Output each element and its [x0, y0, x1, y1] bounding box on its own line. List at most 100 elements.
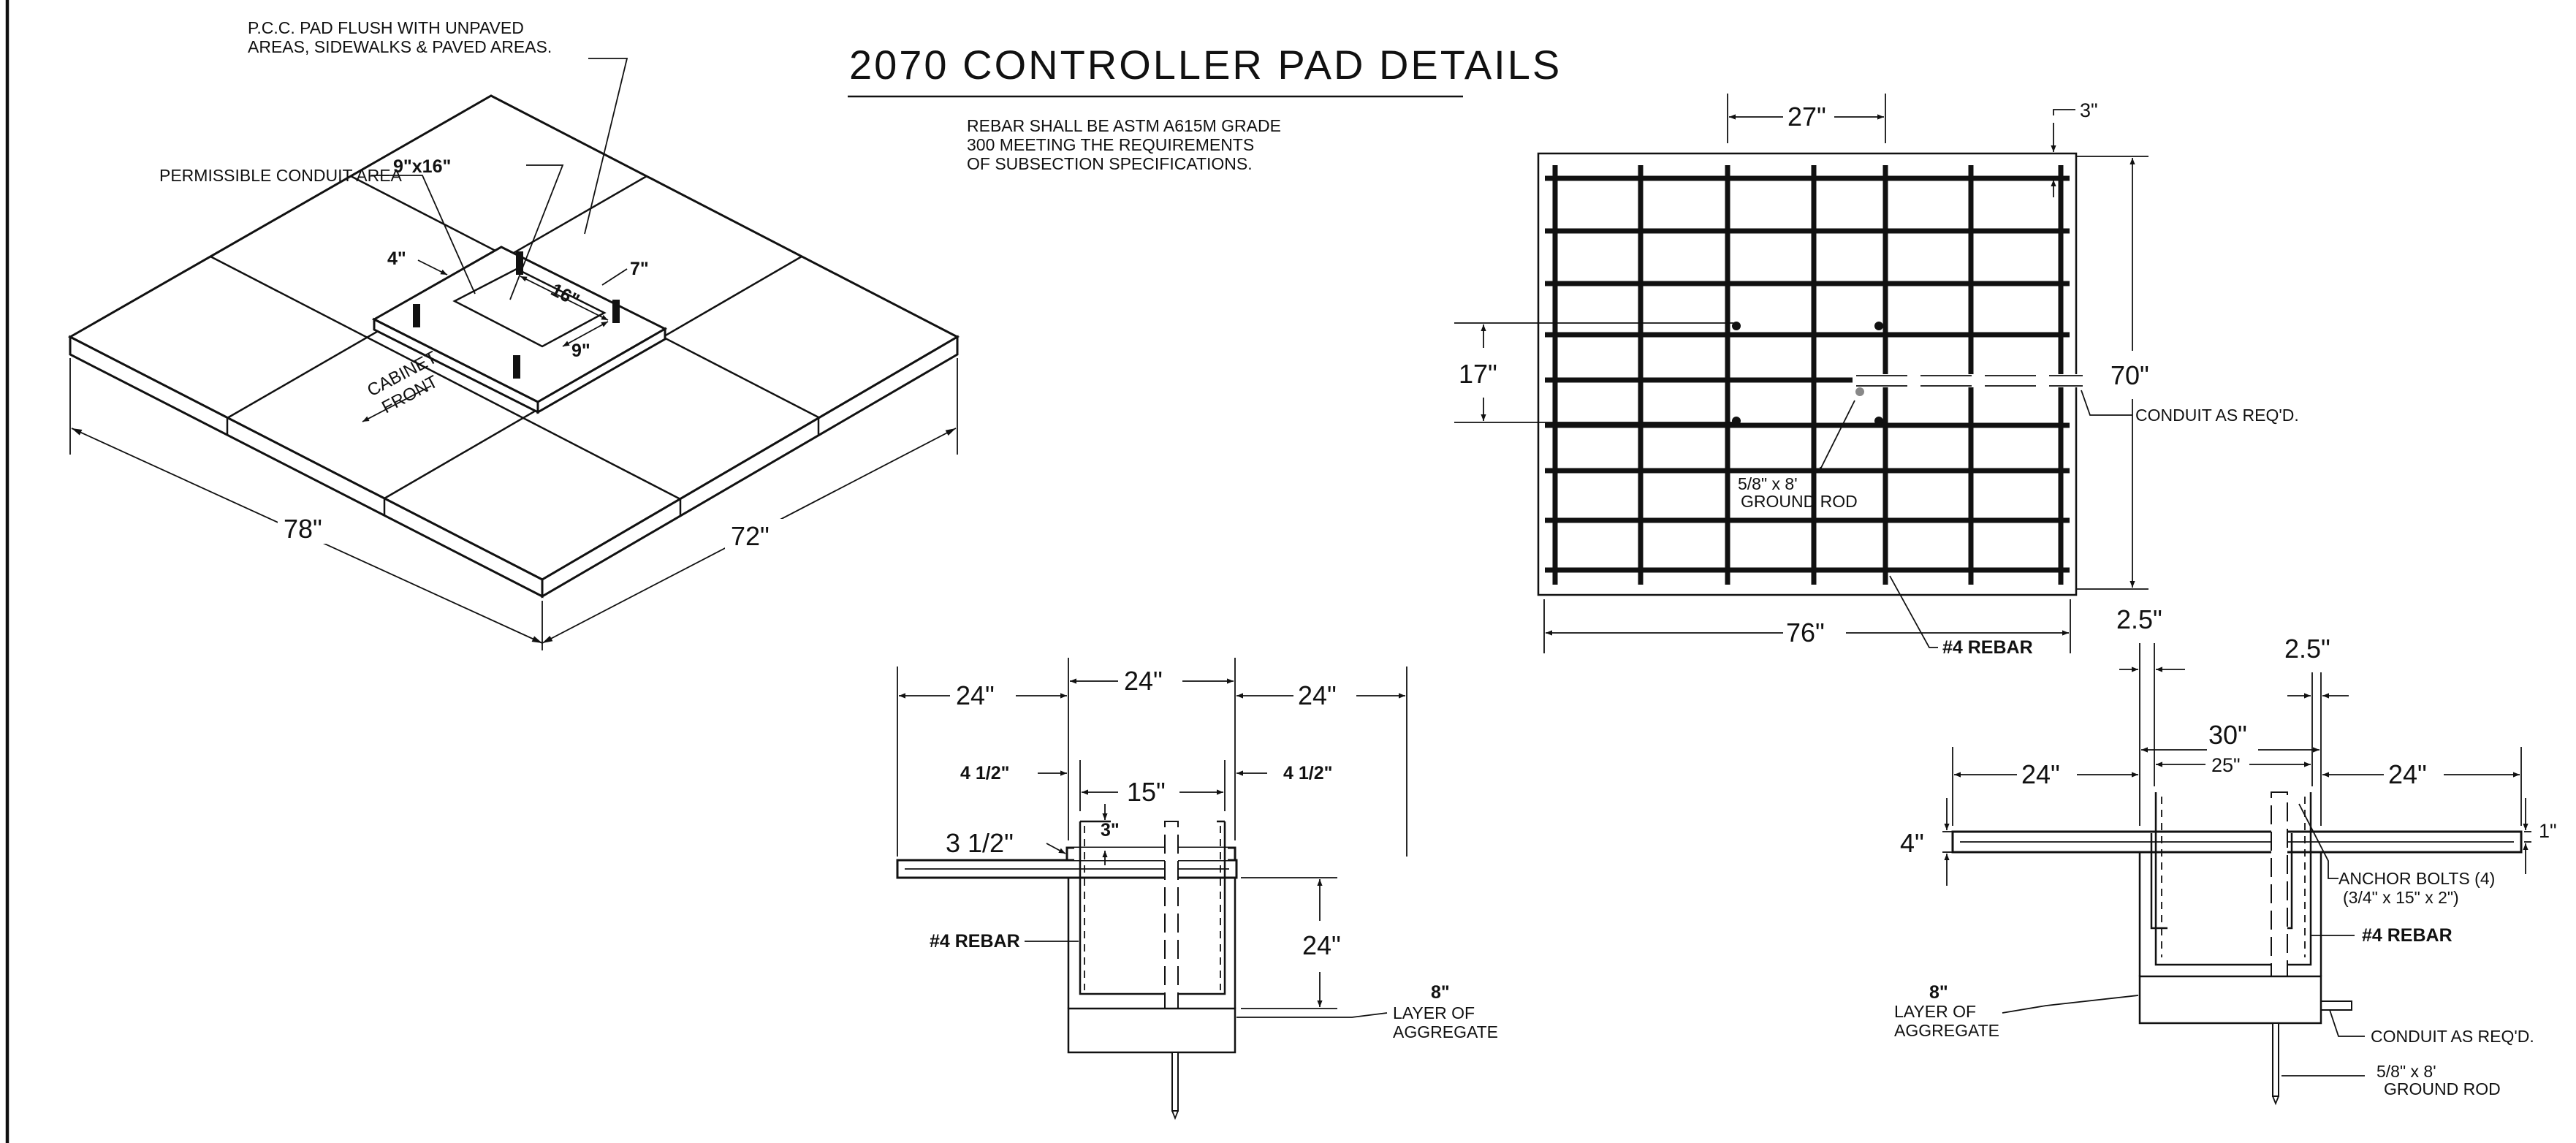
sec2-conduit-label: CONDUIT AS REQ'D. [2371, 1027, 2534, 1046]
section-view-1: 24" 24" 24" 4 1/2" 4 1/2" 15" 3" 3 1/2" … [896, 658, 1498, 1120]
iso-dim-9-line [562, 321, 609, 347]
anchor-bolt-icon [1874, 322, 1883, 330]
sec2-dim-24-right: 24" [2388, 759, 2427, 789]
sec2-conduit-stub [2320, 1000, 2352, 1011]
sec1-ground-rod [1171, 1052, 1179, 1112]
plan-dim-3: 3" [2080, 99, 2098, 121]
sec2-anchor-label-line-2: (3/4" x 15" x 2") [2343, 888, 2459, 907]
rebar-note-line-1: REBAR SHALL BE ASTM A615M GRADE [967, 116, 1281, 135]
anchor-bolt-icon [516, 251, 523, 275]
sec1-aggr-label-line-1: 8" [1431, 982, 1450, 1003]
sec2-aggr-label-line-1: 8" [1929, 982, 1948, 1003]
sec2-aggregate [2138, 975, 2322, 1025]
iso-dim-9: 9" [571, 341, 590, 361]
plan-dim-17: 17" [1459, 359, 1497, 389]
title-block: 2070 CONTROLLER PAD DETAILS REBAR SHALL … [848, 42, 1562, 173]
iso-dim-16-line [520, 276, 609, 321]
plan-view: 27" 3" 17" 70" 76" CONDUIT AS REQ'D. 5/8… [1454, 94, 2299, 658]
sec1-aggr-leader [1236, 1012, 1388, 1018]
iso-dim-7: 7" [630, 259, 649, 279]
sec2-aggr-label-line-3: AGGREGATE [1894, 1021, 1999, 1040]
sec2-aggr-label-line-2: LAYER OF [1894, 1002, 1976, 1021]
sec1-aggr-label-line-3: AGGREGATE [1393, 1022, 1498, 1041]
sec2-conduit-leader [2329, 1009, 2365, 1037]
sec2-ground-label-line-2: GROUND ROD [2384, 1079, 2501, 1098]
sec2-anchor-leader [2298, 803, 2338, 879]
sec2-rebar-label: #4 REBAR [2362, 925, 2452, 946]
pcc-note-line-2: AREAS, SIDEWALKS & PAVED AREAS. [248, 37, 552, 56]
rebar-note-line-2: 300 MEETING THE REQUIREMENTS [967, 135, 1254, 154]
anchor-bolt-icon [413, 304, 420, 327]
sec2-dim-30: 30" [2208, 720, 2247, 750]
sec1-base-fill [1074, 848, 1228, 860]
sec2-conduit [2271, 791, 2288, 977]
plan-ground-label-line-1: 5/8" x 8' [1738, 474, 1798, 493]
sec1-u-rebar [1079, 821, 1226, 995]
iso-dim-78: 78" [284, 514, 322, 544]
section-view-2: 2.5" 2.5" 30" 25" 24" 24" 4" 1" ANCHOR B… [1894, 604, 2557, 1106]
sec2-ground-rod [2272, 1022, 2279, 1097]
conduit-dashed [1853, 374, 2083, 387]
sec1-dim-4half-left: 4 1/2" [960, 763, 1009, 783]
sec1-rebar-label: #4 REBAR [930, 931, 1020, 952]
isometric-view: 4" 7" 16" 9" CABINET FRONT P.C.C. PAD FL… [67, 18, 960, 650]
sec1-dim-4half-right: 4 1/2" [1283, 763, 1332, 783]
sec2-u-rebar [2154, 792, 2312, 966]
sec2-dim-2-5-left: 2.5" [2116, 604, 2162, 634]
plan-dim-3-leader [2053, 109, 2075, 115]
iso-dim-72: 72" [731, 521, 770, 551]
sec2-dim-24-left: 24" [2021, 759, 2060, 789]
dim-label-backing [725, 519, 783, 551]
sec2-anchor-bolt [2150, 833, 2167, 930]
ground-rod-icon [1855, 387, 1864, 396]
sec2-ground-label-line-1: 5/8" x 8' [2376, 1062, 2436, 1081]
opening-size-leader [509, 164, 564, 300]
sec1-dim-15: 15" [1127, 777, 1166, 807]
sec1-dim-3: 3" [1101, 820, 1120, 840]
plan-conduit-leader [2081, 390, 2132, 416]
sec2-dim-2-5-right: 2.5" [2284, 634, 2330, 664]
sec2-dim-1: 1" [2539, 820, 2557, 842]
sec1-dim-3half: 3 1/2" [946, 828, 1014, 858]
anchor-bolt-icon [1732, 322, 1741, 330]
sec2-dim-4: 4" [1900, 828, 1924, 858]
opening-size-label: 9"x16" [393, 156, 451, 177]
plan-dim-27: 27" [1787, 102, 1826, 132]
sec2-anchor-label-line-1: ANCHOR BOLTS (4) [2338, 869, 2495, 888]
anchor-bolt-icon [1874, 417, 1883, 425]
anchor-bolt-icon [612, 300, 620, 323]
pcc-note-leader [584, 58, 628, 235]
sec1-ground-rod-tip [1171, 1110, 1179, 1120]
sec1-dim-24-left: 24" [956, 680, 995, 710]
plan-ground-label-line-2: GROUND ROD [1741, 492, 1858, 511]
sec1-conduit [1164, 821, 1179, 1009]
plan-conduit-label: CONDUIT AS REQ'D. [2135, 406, 2299, 425]
conduit-area-label: PERMISSIBLE CONDUIT AREA [159, 166, 403, 185]
plan-ground-leader [1820, 400, 1855, 468]
plan-rebar-label: #4 REBAR [1942, 637, 2033, 658]
sec1-dim-24-mid: 24" [1124, 666, 1163, 696]
iso-dim-4: 4" [387, 248, 406, 269]
sec1-aggr-label-line-2: LAYER OF [1393, 1003, 1475, 1022]
plan-dim-76: 76" [1786, 618, 1825, 648]
cabinet-front-arrow [362, 385, 432, 422]
dim-label-backing [278, 512, 336, 544]
plan-dim-70: 70" [2110, 360, 2149, 390]
iso-cabinet-base-face [536, 327, 666, 414]
sec1-dim-24-right: 24" [1298, 680, 1337, 710]
anchor-bolt-icon [513, 355, 520, 379]
rebar-note-line-3: OF SUBSECTION SPECIFICATIONS. [967, 154, 1253, 173]
iso-dim-4-leader [417, 259, 448, 276]
sec1-dim-line [1046, 843, 1066, 854]
pcc-note-line-1: P.C.C. PAD FLUSH WITH UNPAVED [248, 18, 524, 37]
sec1-aggregate [1067, 1007, 1236, 1054]
plan-rebar-leader [1889, 575, 1938, 648]
sec1-dim-24-vertical: 24" [1302, 930, 1341, 960]
sec2-aggr-leader [2002, 995, 2139, 1014]
drawing-title: 2070 CONTROLLER PAD DETAILS [849, 42, 1562, 88]
sec2-ground-rod-tip [2272, 1095, 2279, 1106]
sec2-dim-25: 25" [2211, 754, 2241, 776]
anchor-bolt-icon [1732, 417, 1741, 425]
conduit-area-leader [371, 175, 476, 295]
